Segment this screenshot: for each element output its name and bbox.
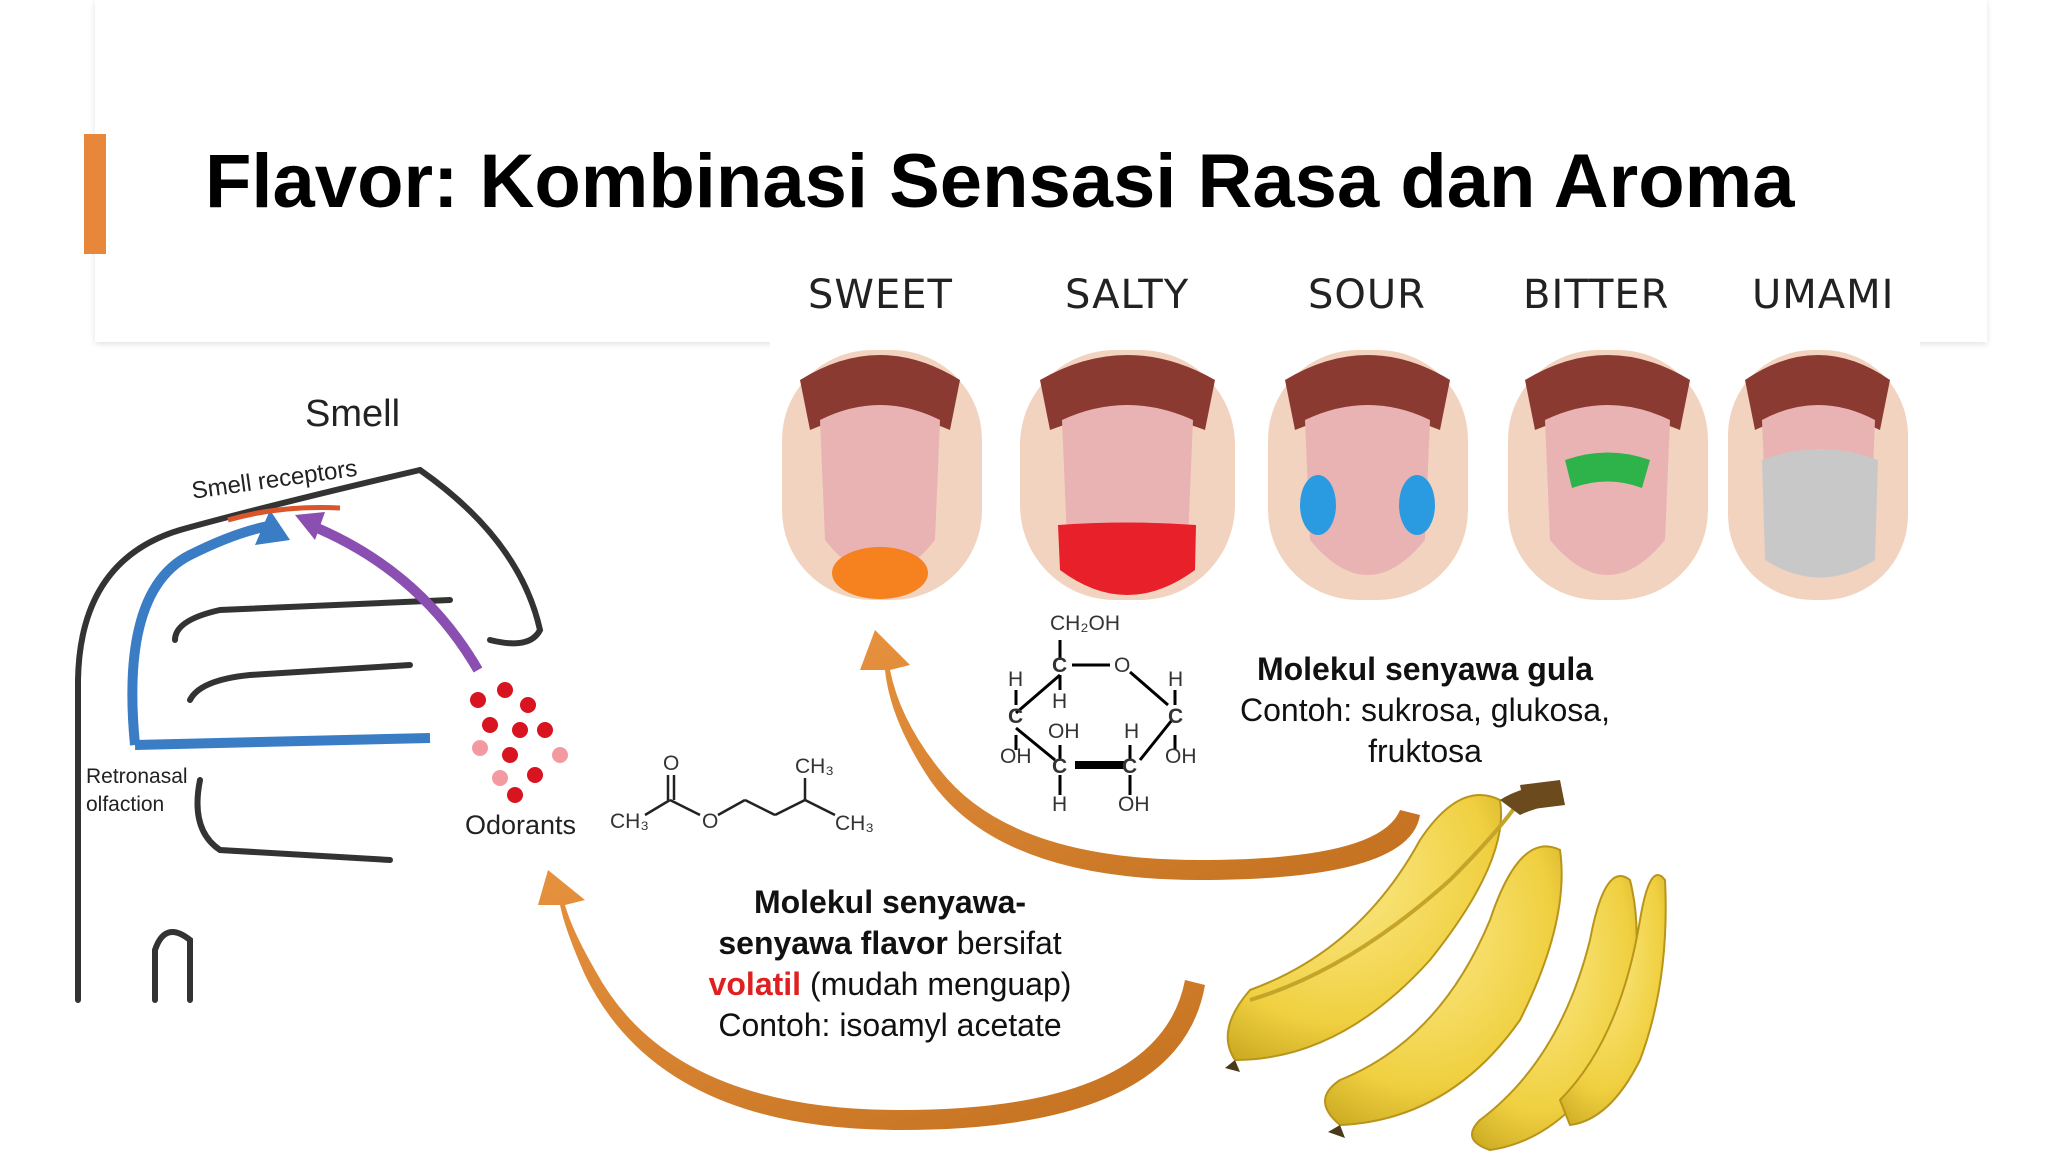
isoamyl-ch3-right: CH₃ [835,812,874,835]
sugar-note-line2: Contoh: sukrosa, glukosa, [1240,692,1610,728]
smell-title: Smell [305,393,401,435]
isoamyl-o-mid: O [702,810,719,833]
glucose-oh4: OH [1118,793,1150,816]
smell-receptors-band [227,505,341,523]
sugar-note-line3: fruktosa [1368,733,1482,769]
tongue-bitter [1508,350,1708,600]
flavor-note-line4: Contoh: isoamyl acetate [718,1007,1062,1043]
taste-label-bitter: BITTER [1523,272,1670,318]
glucose-structure [1014,640,1177,795]
orthonasal-arrowhead [295,512,325,540]
sugar-arrow [860,630,1420,880]
glucose-oh1: OH [1048,720,1080,743]
banana-bunch [1225,780,1667,1152]
sugar-note-line1: Molekul senyawa gula [1256,651,1594,687]
taste-label-sour: SOUR [1308,272,1426,318]
glucose-c2: C [1008,705,1024,728]
isoamyl-ch3-top: CH₃ [795,755,834,778]
retronasal-arrowhead [255,510,290,545]
glucose-c3: C [1168,705,1184,728]
zone-sour-right [1399,475,1435,535]
glucose-ch2oh: CH₂OH [1050,612,1120,635]
flavor-note: Molekul senyawa- senyawa flavor bersifat… [680,882,1100,1046]
flavor-note-line2-rest: bersifat [947,925,1062,961]
zone-umami [1762,449,1878,578]
tongue-salty [1020,350,1235,600]
retronasal-label-line1: Retronasal [86,765,188,788]
glucose-h5: H [1052,793,1068,816]
zone-bitter [1565,452,1650,488]
glucose-oh2: OH [1000,745,1032,768]
orthonasal-path [134,733,431,750]
glucose-c1: C [1052,654,1068,677]
glucose-h4: H [1124,720,1140,743]
taste-label-salty: SALTY [1065,272,1190,318]
glucose-c5: C [1122,755,1138,778]
isoamyl-o-top: O [663,752,680,775]
odorants-label: Odorants [465,810,577,840]
zone-sweet [832,547,928,599]
retronasal-path [127,520,276,746]
sugar-note: Molekul senyawa gula Contoh: sukrosa, gl… [1225,649,1625,772]
flavor-note-line2: senyawa flavor bersifat [680,923,1100,964]
tongue-sweet [782,350,982,600]
zone-salty [1058,522,1196,595]
orthonasal-arrow [308,520,483,673]
tongue-umami [1728,350,1908,600]
retronasal-label-line2: olfaction [86,793,165,816]
flavor-note-line1: Molekul senyawa- [753,884,1027,920]
isoamyl-acetate-structure [644,775,836,817]
odorant-dots [470,682,568,803]
flavor-note-line3-rest: (mudah menguap) [801,966,1072,1002]
taste-label-umami: UMAMI [1752,272,1895,318]
slide-title: Flavor: Kombinasi Sensasi Rasa dan Aroma [205,139,1795,224]
isoamyl-ch3-left: CH₃ [610,810,649,833]
flavor-note-line3: volatil (mudah menguap) [680,964,1100,1005]
glucose-h1: H [1008,668,1024,691]
head-outline [75,467,544,1003]
glucose-h2: H [1052,690,1068,713]
glucose-oh3: OH [1165,745,1197,768]
glucose-ring-o: O [1114,654,1131,677]
zone-sour-left [1300,475,1336,535]
glucose-c4: C [1052,755,1068,778]
flavor-note-volatil: volatil [708,966,802,1002]
tongue-sour [1268,350,1468,600]
glucose-h3: H [1168,668,1184,691]
taste-label-sweet: SWEET [808,272,953,318]
accent-bar [84,134,106,254]
flavor-note-line2-bold: senyawa flavor [718,925,948,961]
